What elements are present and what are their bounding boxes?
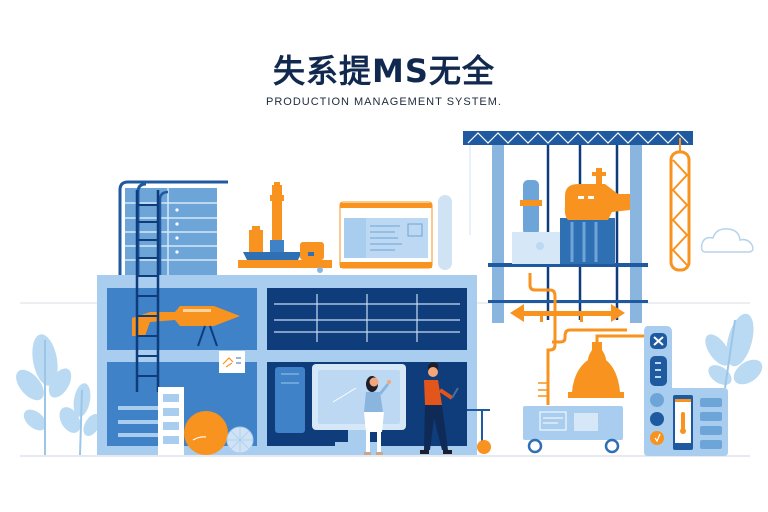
woman-figure [364, 376, 391, 455]
page-subtitle: PRODUCTION MANAGEMENT SYSTEM. [266, 96, 502, 108]
plant-left-icon [16, 334, 101, 456]
ladder [135, 190, 160, 392]
control-panel [644, 326, 728, 456]
display-monitor [275, 364, 406, 446]
page-title: 失系提MS无全 [273, 52, 495, 90]
gear-icon[interactable] [650, 412, 664, 426]
alert-icon[interactable] [650, 431, 664, 445]
toggle-icon[interactable] [650, 393, 664, 407]
roof-machinery [238, 182, 452, 273]
storage-tank [512, 180, 568, 264]
plant-right-icon [705, 313, 763, 389]
cloud-icon [700, 228, 754, 253]
funnel-vat [568, 342, 624, 398]
man-figure [420, 362, 459, 454]
hand-truck [467, 409, 491, 454]
gantry-crane [463, 131, 693, 323]
control-bars [118, 406, 158, 451]
storage-shelf [158, 387, 184, 455]
orange-pipes [528, 273, 645, 405]
fan-disk-icon [226, 426, 254, 454]
orange-sphere [184, 411, 228, 455]
pipe-rungs [538, 382, 548, 397]
chart-note-icon [219, 351, 245, 373]
crane-hook-lattice [669, 138, 691, 272]
double-arrow-icon [510, 304, 625, 322]
motor-pump [560, 168, 630, 264]
machine-cart [523, 406, 623, 454]
